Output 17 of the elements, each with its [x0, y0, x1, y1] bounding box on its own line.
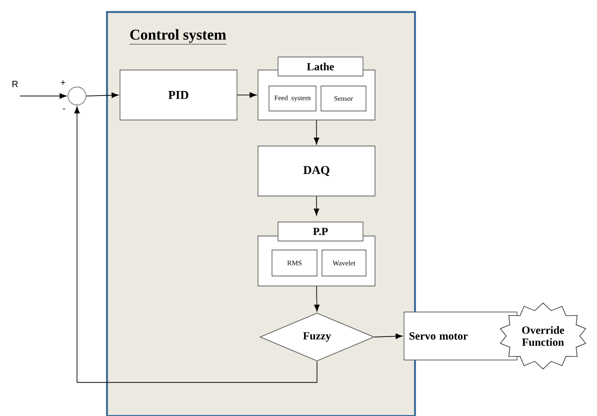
process-box: PID	[120, 70, 238, 120]
arrow	[86, 92, 119, 98]
arrow	[314, 120, 320, 145]
arrow	[74, 106, 318, 383]
arrow	[237, 92, 257, 98]
arrow	[314, 286, 320, 312]
signal-label: R	[12, 80, 18, 88]
arrow	[374, 334, 403, 339]
summing-junction	[68, 86, 86, 106]
arrow	[20, 93, 67, 99]
sign-label: -	[62, 108, 66, 110]
node-label: P.P	[313, 228, 328, 236]
node-label: Lathe	[306, 62, 334, 70]
process-box: Servo motor	[404, 312, 518, 360]
arrow	[314, 196, 320, 216]
sign-label: +	[60, 80, 66, 85]
process-box: DAQ	[258, 146, 376, 196]
